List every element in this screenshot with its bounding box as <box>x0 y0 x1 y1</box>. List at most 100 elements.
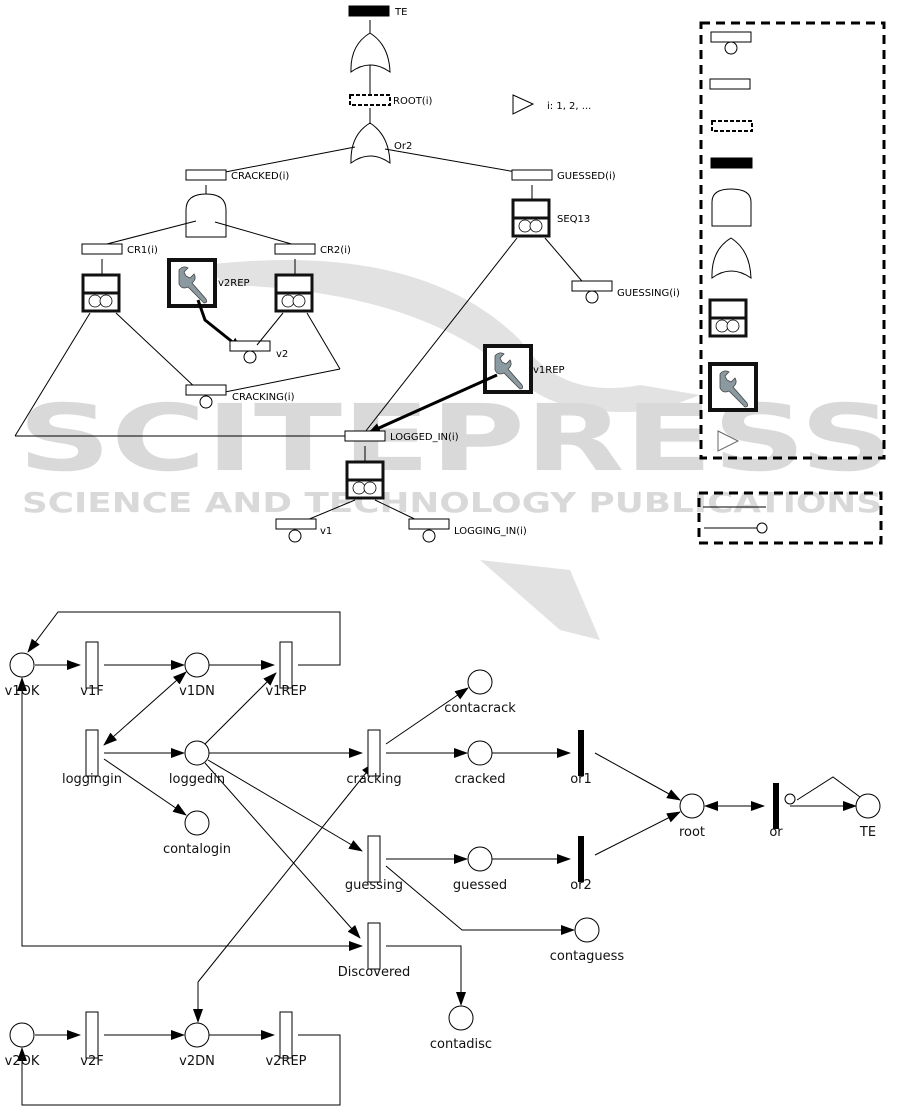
place-TE[interactable] <box>855 793 881 819</box>
arc <box>204 762 361 939</box>
place-loggedin[interactable] <box>184 740 210 766</box>
label-guessing: GUESSING(i) <box>617 288 680 299</box>
transition-loggingin[interactable] <box>85 729 99 777</box>
label-cr1: CR1(i) <box>127 245 158 256</box>
root-event[interactable] <box>349 94 391 106</box>
transition-label-Discovered: Discovered <box>338 965 411 980</box>
legend-or-gate-icon <box>711 237 752 279</box>
seq-gate-logged-in[interactable] <box>345 460 385 500</box>
transition-v2F[interactable] <box>85 1011 99 1059</box>
label-seq13: SEQ13 <box>557 214 590 225</box>
or-gate-top[interactable] <box>350 32 391 73</box>
place-label-contalogin: contalogin <box>163 842 231 857</box>
label-v1: v1 <box>320 526 332 537</box>
place-cracked[interactable] <box>467 740 493 766</box>
legend-top-event-icon <box>710 157 753 169</box>
seq-gate-cr1[interactable] <box>81 273 121 313</box>
transition-cracking[interactable] <box>367 729 381 777</box>
seq-gate-cr2[interactable] <box>274 273 314 313</box>
top-event-te[interactable] <box>348 5 390 17</box>
label-replicator: i: 1, 2, ... <box>547 101 591 112</box>
transition-label-or2: or2 <box>570 878 592 893</box>
place-label-guessed: guessed <box>453 878 507 893</box>
legend-basic-event-icon <box>710 31 752 43</box>
label-logging-in: LOGGING_IN(i) <box>454 526 527 537</box>
label-v1rep: v1REP <box>533 365 565 376</box>
transition-label-v2F: v2F <box>80 1054 103 1069</box>
legend-replicated-event-icon <box>711 120 753 132</box>
inhibitor-arc-end <box>784 793 796 805</box>
transition-Discovered[interactable] <box>367 922 381 970</box>
place-label-v2DN: v2DN <box>179 1054 215 1069</box>
seq-gate-seq13[interactable] <box>511 198 551 238</box>
label-guessed: GUESSED(i) <box>557 171 616 182</box>
arc <box>386 945 466 1006</box>
place-v1OK[interactable] <box>9 652 35 678</box>
label-logged-in: LOGGED_IN(i) <box>390 432 459 443</box>
legend-intermediate-event-icon <box>709 78 751 90</box>
arc <box>103 758 187 816</box>
inhibitor-arc <box>796 776 861 801</box>
arc <box>197 762 375 983</box>
arc <box>594 752 681 801</box>
legend-arcs-box <box>697 491 883 545</box>
place-label-v1DN: v1DN <box>179 684 215 699</box>
transition-v2REP[interactable] <box>279 1011 293 1059</box>
transition-or1[interactable] <box>578 730 584 776</box>
event-v1[interactable] <box>275 518 317 530</box>
legend-seq-gate-icon <box>708 298 748 338</box>
transition-or2[interactable] <box>578 836 584 882</box>
repair-box-v1rep[interactable] <box>483 344 533 394</box>
fault-tree-labels: TE ROOT(i) Or2 i: 1, 2, ... CRACKED(i) G… <box>127 7 680 537</box>
label-cr2: CR2(i) <box>320 245 351 256</box>
place-contacrack[interactable] <box>467 669 493 695</box>
or-gate-or2[interactable] <box>350 122 391 164</box>
place-label-root: root <box>679 825 705 840</box>
place-label-cracked: cracked <box>455 772 506 787</box>
place-label-contacrack: contacrack <box>444 701 516 716</box>
place-label-TE: TE <box>859 825 876 840</box>
and-gate[interactable] <box>185 193 227 238</box>
event-v2[interactable] <box>229 340 271 352</box>
arc <box>204 672 277 745</box>
legend-and-gate-icon <box>711 188 752 227</box>
label-cracked: CRACKED(i) <box>231 171 289 182</box>
transition-label-cracking: cracking <box>346 772 401 787</box>
place-guessed[interactable] <box>467 846 493 872</box>
transition-label-v2REP: v2REP <box>265 1054 306 1069</box>
event-cr2[interactable] <box>274 243 316 255</box>
transition-label-or1: or1 <box>570 772 592 787</box>
place-root[interactable] <box>679 793 705 819</box>
transition-guessing[interactable] <box>367 835 381 883</box>
place-v1DN[interactable] <box>184 652 210 678</box>
label-or2: Or2 <box>394 141 412 152</box>
place-contadisc[interactable] <box>448 1005 474 1031</box>
event-cracking[interactable] <box>185 384 227 396</box>
event-guessing[interactable] <box>571 280 613 292</box>
watermark-subtitle: SCIENCE AND TECHNOLOGY PUBLICATIONS <box>22 486 882 519</box>
transition-v1F[interactable] <box>85 641 99 689</box>
event-logged-in[interactable] <box>344 430 386 442</box>
transition-label-guessing: guessing <box>345 878 403 893</box>
transition-v1REP[interactable] <box>279 641 293 689</box>
legend-replicator-icon <box>717 430 740 452</box>
arc <box>103 671 187 746</box>
place-label-v2OK: v2OK <box>5 1054 40 1069</box>
place-v2OK[interactable] <box>9 1022 35 1048</box>
event-guessed[interactable] <box>511 169 553 181</box>
event-cracked[interactable] <box>185 169 227 181</box>
label-te: TE <box>394 7 407 18</box>
label-root: ROOT(i) <box>393 96 432 107</box>
place-v2DN[interactable] <box>184 1022 210 1048</box>
arc <box>17 1034 341 1106</box>
repair-box-v2rep[interactable] <box>167 258 217 308</box>
place-contalogin[interactable] <box>184 810 210 836</box>
place-label-v1OK: v1OK <box>5 684 40 699</box>
label-v2: v2 <box>276 349 288 360</box>
arc <box>385 687 469 745</box>
event-logging-in[interactable] <box>408 518 450 530</box>
transition-or[interactable] <box>773 783 779 829</box>
place-contaguess[interactable] <box>574 917 600 943</box>
event-cr1[interactable] <box>81 243 123 255</box>
